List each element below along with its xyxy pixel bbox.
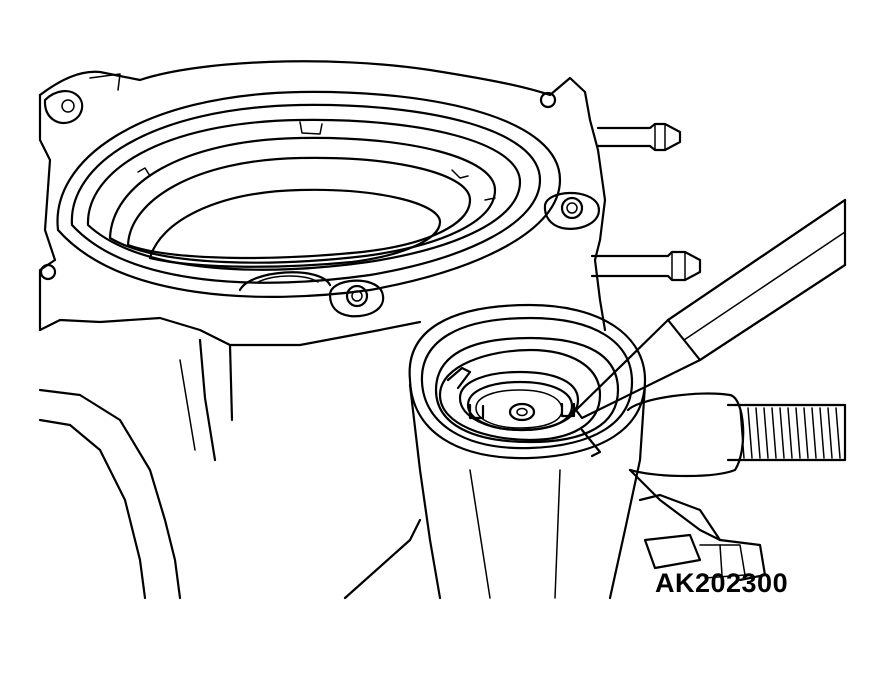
housing-ribs (179, 338, 234, 462)
screwdriver-tool (569, 198, 847, 420)
housing-outline (38, 60, 607, 600)
bell-housing-bore (56, 90, 562, 298)
output-shaft (626, 392, 847, 542)
lower-bracket (638, 493, 767, 582)
top-left-flange (43, 73, 121, 125)
retaining-ring-and-bearing (438, 348, 602, 458)
flange-bolt-holes (39, 91, 601, 318)
extension-housing (343, 303, 647, 600)
figure-code-label: AK202300 (655, 568, 789, 598)
housing-studs (590, 122, 702, 282)
